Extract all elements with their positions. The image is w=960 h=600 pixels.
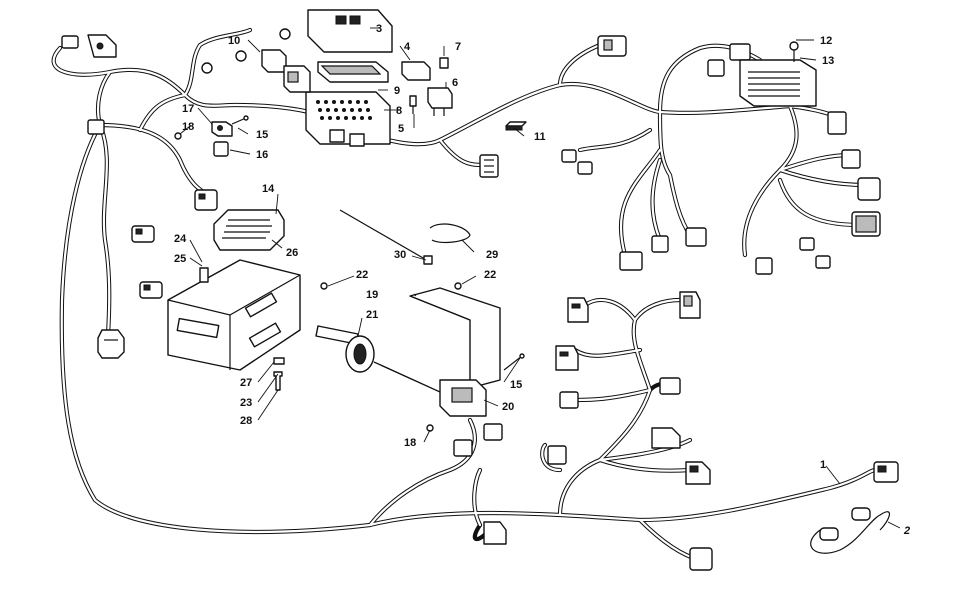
fuse-box-assembly [305,9,393,147]
callout-12: 12 [820,35,832,47]
fuse-7 [439,57,449,69]
callout-25: 25 [174,253,186,265]
callout-14: 14 [262,183,275,195]
connector-left-1 [87,119,105,135]
throttle-cable-21 [315,325,441,393]
callout-24: 24 [174,233,187,245]
callout-17: 17 [182,103,194,115]
mounting-bracket-23 [167,259,301,371]
callout-16: 16 [256,149,268,161]
harness-connectors [61,34,899,571]
callout-10: 10 [228,35,240,47]
callout-15-top: 15 [256,129,268,141]
bracket-19 [409,287,501,389]
module-26 [213,209,285,251]
callout-11: 11 [534,131,546,143]
nut-22a [320,282,328,290]
callout-23: 23 [240,397,252,409]
voltage-regulator-13 [739,59,817,107]
connector-left-3 [139,281,163,299]
callout-29: 29 [486,249,498,261]
screw-15b [503,353,525,371]
callout-4: 4 [404,41,411,53]
inline-fuse-holder [810,507,890,554]
callout-8: 8 [396,105,402,117]
screw-15 [231,115,249,125]
connector-left-2 [131,225,155,243]
cable-tie-30 [339,209,433,265]
callout-30: 30 [394,249,406,261]
callout-19: 19 [366,289,378,301]
callout-leaders [179,27,901,529]
relay-10 [201,28,311,93]
callout-3: 3 [376,23,382,35]
callout-6: 6 [452,77,458,89]
screw-12 [789,41,799,62]
screw-27 [273,357,285,365]
connector-top-right [707,43,751,77]
fuse-5 [409,95,417,114]
callout-7: 7 [455,41,461,53]
clip-11 [505,121,527,131]
callout-15-bottom: 15 [510,379,522,391]
connector-right-group [619,111,881,275]
connector-mid-1 [194,189,218,211]
sensor-20 [439,379,487,417]
connector-16 [213,141,229,157]
callout-22-right: 22 [484,269,496,281]
connector-top-center [597,35,627,57]
callout-26: 26 [286,247,298,259]
callout-numbers: 1 2 3 4 5 6 7 8 9 10 11 12 13 14 15 15 1… [174,23,910,537]
callout-9: 9 [394,85,400,97]
callout-28: 28 [240,415,252,427]
connector-center-cluster [453,291,899,571]
connector-top-left [61,34,117,58]
callout-27: 27 [240,377,252,389]
callout-13: 13 [822,55,834,67]
callout-20: 20 [502,401,514,413]
connector-11-area [479,154,499,178]
nut-22b [454,282,462,290]
callout-18-top: 18 [182,121,194,133]
relay-4 [401,61,431,81]
nut-18 [174,132,182,140]
callout-1: 1 [820,459,826,471]
callout-5: 5 [398,123,404,135]
callout-22-left: 22 [356,269,368,281]
callout-18-bottom: 18 [404,437,416,449]
connector-small-pair [561,149,593,175]
clamp-29 [429,223,471,244]
relay-6 [427,87,453,116]
callout-2: 2 [903,525,910,537]
callout-21: 21 [366,309,378,321]
connector-left-4 [97,329,125,359]
bracket-17 [211,121,233,137]
